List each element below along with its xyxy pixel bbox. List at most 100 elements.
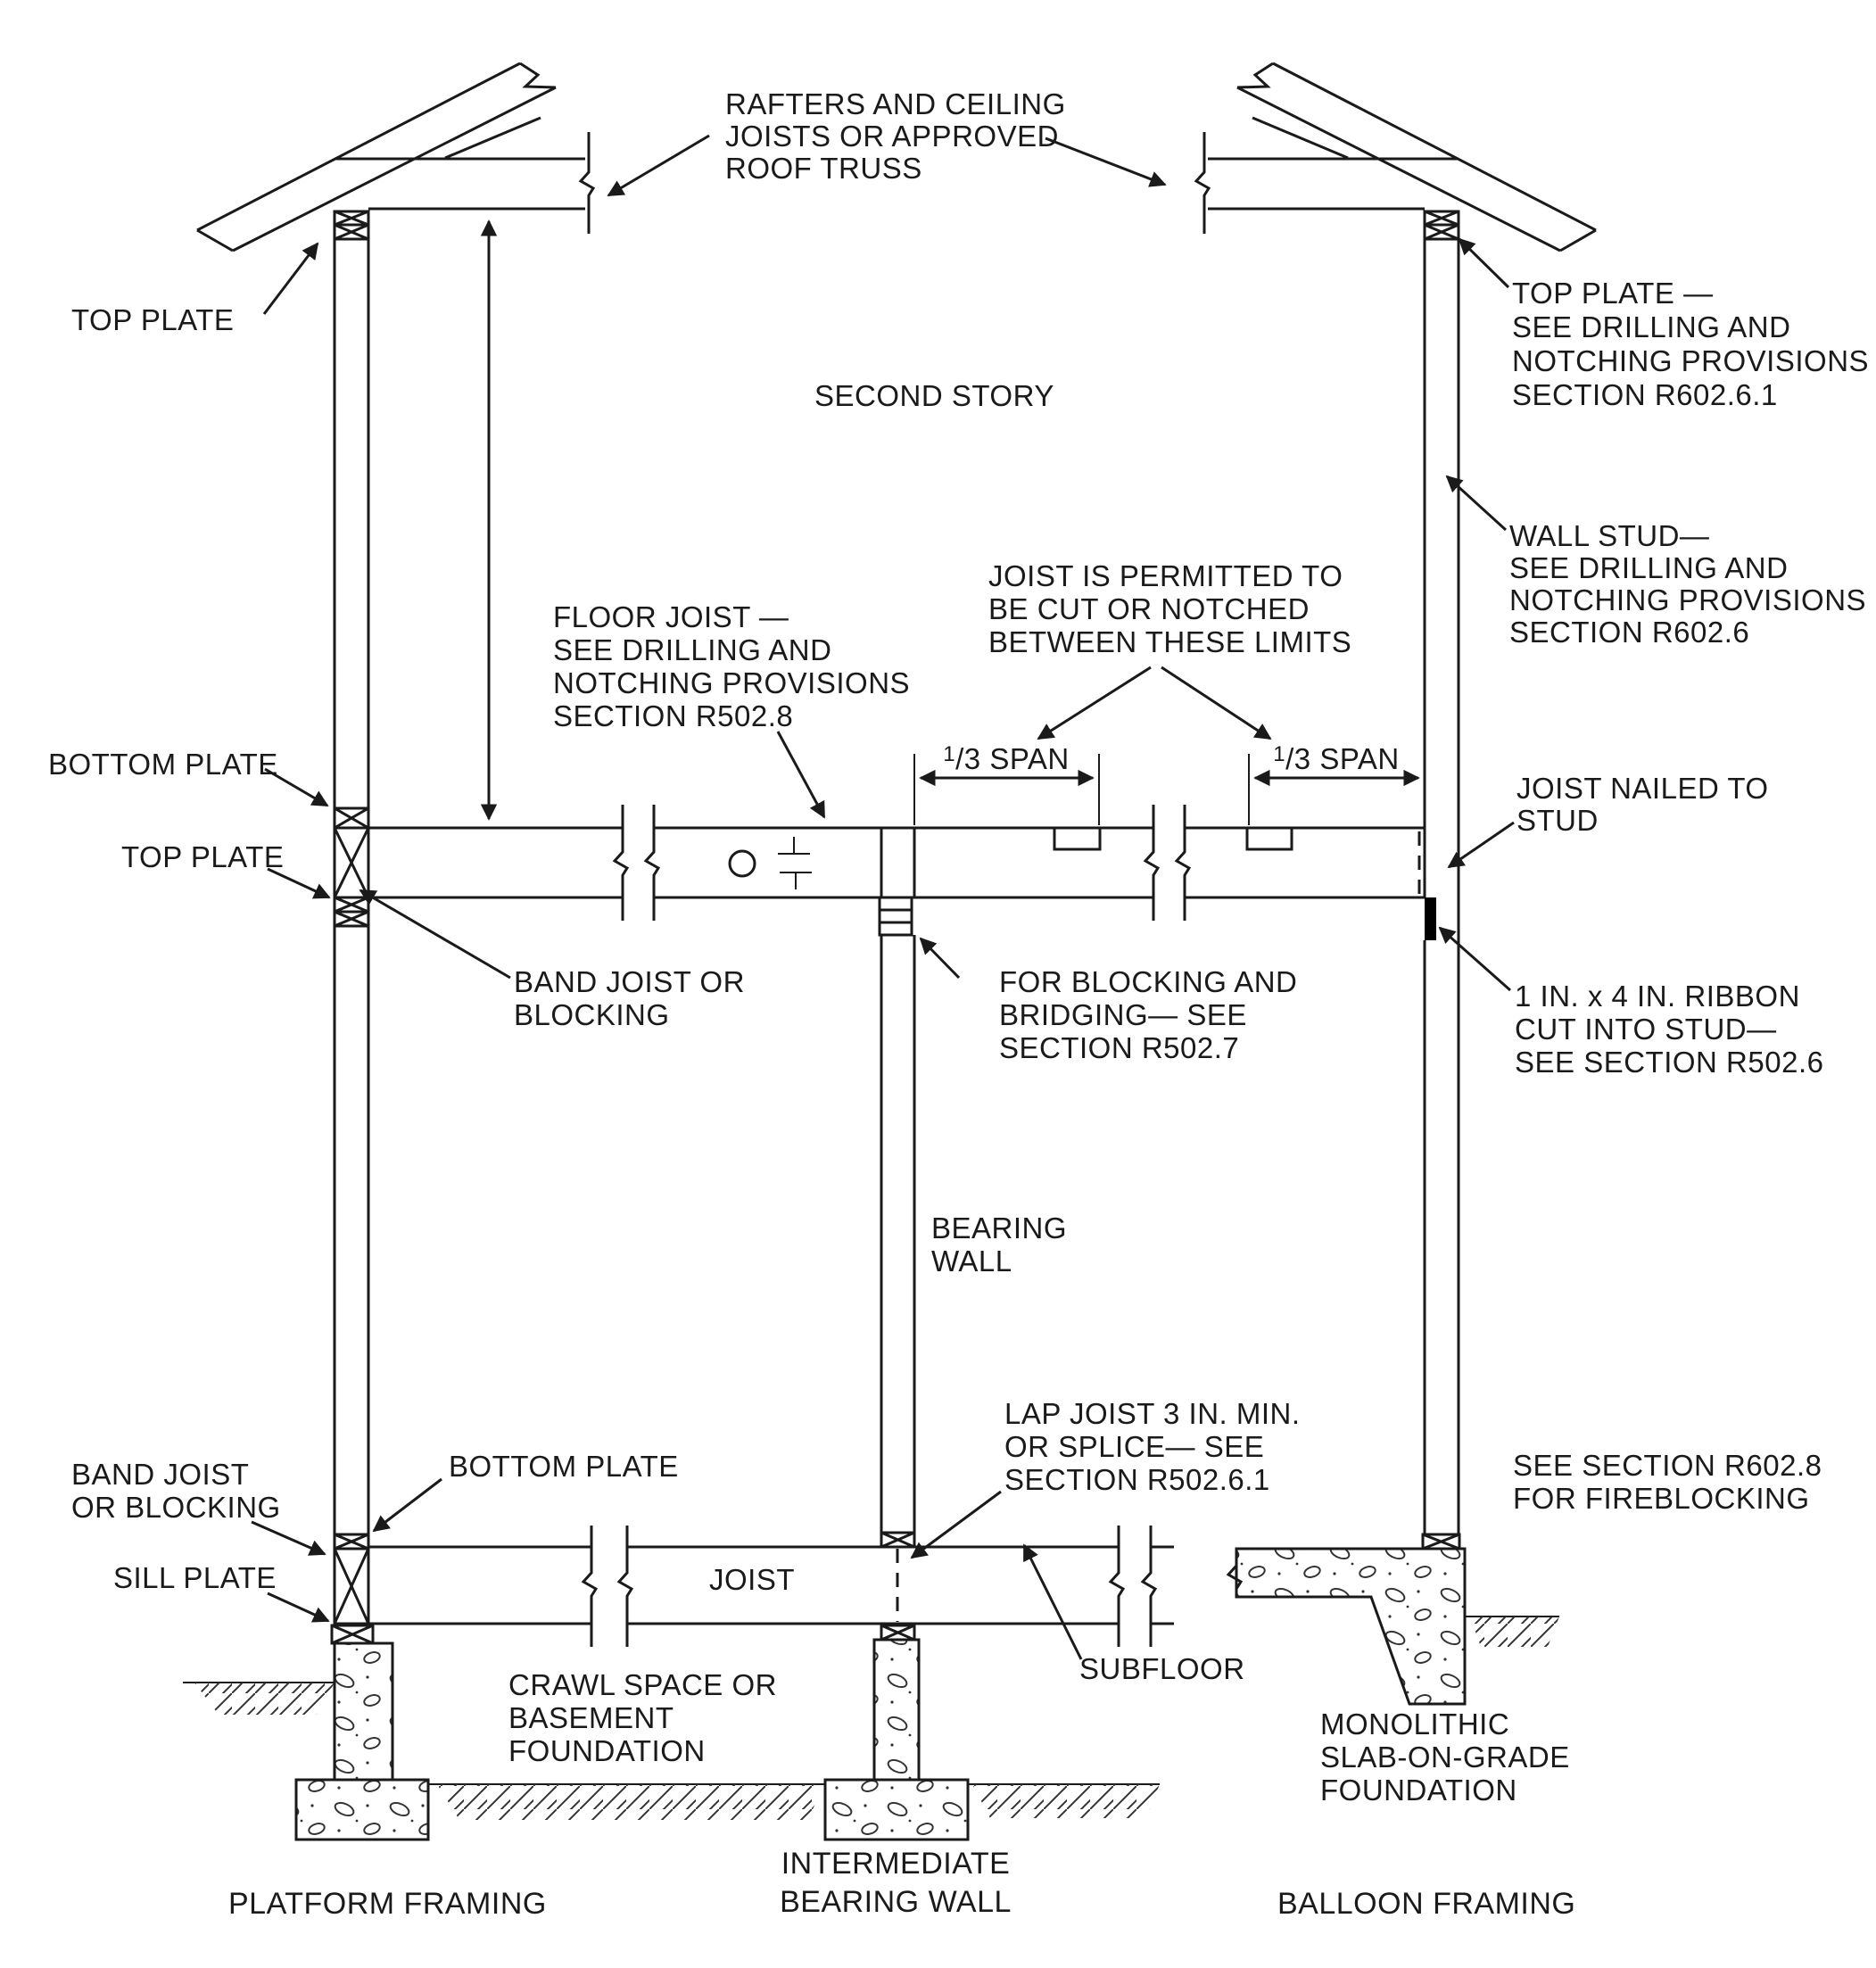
leader-rafters-right (1045, 136, 1167, 187)
bored-hole-symbol (728, 849, 756, 878)
label-top-plate-upper-left: TOP PLATE (71, 303, 234, 336)
label-rafters: RAFTERS AND CEILING JOISTS OR APPROVED R… (725, 87, 1066, 185)
label-rafters-line2: JOISTS OR APPROVED (725, 120, 1059, 153)
joist-break-line (1174, 805, 1192, 921)
slab-break-line (1226, 1549, 1244, 1597)
caption-intermediate-line2: BEARING WALL (780, 1885, 1012, 1919)
label-bottom-plate-2f: BOTTOM PLATE (48, 748, 278, 781)
left-first-floor-junction (330, 1533, 375, 1645)
label-blocking-line2: BRIDGING— SEE (999, 998, 1247, 1031)
leader-top-plate-right (1458, 237, 1510, 289)
leader-joist-nailed (1447, 821, 1515, 869)
label-monolithic-line2: SLAB-ON-GRADE (1320, 1741, 1570, 1774)
intermediate-pier-foundation (823, 1638, 970, 1841)
label-wall-stud: WALL STUD— SEE DRILLING AND NOTCHING PRO… (1509, 519, 1866, 649)
label-ribbon-line1: 1 IN. x 4 IN. RIBBON (1515, 980, 1800, 1013)
leader-lap-joist (910, 1490, 1002, 1559)
label-joist-permitted: JOIST IS PERMITTED TO BE CUT OR NOTCHED … (988, 559, 1351, 658)
leader-bottom-plate-1f (372, 1477, 442, 1533)
label-crawl-line3: FOUNDATION (508, 1734, 706, 1767)
label-top-plate-right-line2: SEE DRILLING AND (1512, 310, 1790, 343)
left-ceiling-joist-band (335, 132, 596, 234)
label-band-joist-2f-line1: BAND JOIST OR (514, 965, 745, 998)
left-roof-top-plates (333, 210, 370, 241)
joist-label: JOIST (709, 1563, 795, 1596)
label-wall-stud-line2: SEE DRILLING AND (1509, 551, 1788, 584)
monolithic-slab-foundation (1226, 1547, 1467, 1706)
leader-band-joist-2f (359, 889, 511, 980)
ribbon-board (1425, 897, 1436, 940)
label-floor-joist: FLOOR JOIST — SEE DRILLING AND NOTCHING … (553, 600, 910, 732)
center-bearing-wall (880, 935, 916, 1533)
leader-sill-plate (267, 1592, 330, 1623)
label-see-fireblocking: SEE SECTION R602.8 FOR FIREBLOCKING (1513, 1449, 1822, 1515)
rafter-break-line (1236, 62, 1274, 89)
rafter-break-line (519, 62, 557, 89)
joist-break-line (581, 1526, 599, 1647)
left-crawlspace-foundation (294, 1641, 430, 1841)
label-top-plate-right-line3: NOTCHING PROVISIONS (1512, 344, 1869, 377)
label-bearing-wall-line2: WALL (931, 1244, 1012, 1278)
joist-break-line (643, 805, 661, 921)
span-dimension-label: 1/3 SPAN (943, 742, 1069, 775)
span-dimension-label: 1/3 SPAN (1273, 742, 1399, 775)
leader-rafters-left (607, 134, 710, 197)
caption-intermediate-bearing-wall: INTERMEDIATE BEARING WALL (780, 1847, 1012, 1919)
label-top-plate-right-line4: SECTION R602.6.1 (1512, 378, 1778, 411)
label-wall-stud-line1: WALL STUD— (1509, 519, 1709, 552)
first-floor-joist-band: JOIST (368, 1526, 1174, 1647)
label-crawl-line2: BASEMENT (508, 1701, 674, 1734)
leader-band-joist-1f (251, 1520, 326, 1556)
caption-platform-framing: PLATFORM FRAMING (228, 1887, 547, 1921)
pier-footing (823, 1778, 970, 1841)
label-see-fireblocking-line2: FOR FIREBLOCKING (1513, 1482, 1810, 1515)
foundation-stem-wall (333, 1641, 394, 1782)
label-rafters-line1: RAFTERS AND CEILING (725, 87, 1066, 120)
label-top-plate-2f: TOP PLATE (121, 840, 284, 873)
pier-stem (872, 1638, 921, 1782)
left-first-story-wall (333, 926, 370, 1534)
leader-joist-permitted-left (1037, 666, 1152, 740)
label-floor-joist-line4: SECTION R502.8 (553, 699, 793, 732)
label-subfloor: SUBFLOOR (1079, 1652, 1245, 1685)
notch-limit-mark (1053, 826, 1102, 851)
label-joist-permitted-line1: JOIST IS PERMITTED TO (988, 559, 1343, 592)
notch-depth-symbol (778, 837, 812, 889)
ceiling-band-break (1194, 132, 1211, 234)
leader-ribbon (1438, 926, 1511, 992)
second-rafter-line (1252, 116, 1349, 160)
balloon-framing-wall-stud (1423, 239, 1460, 1534)
label-ribbon-line2: CUT INTO STUD— (1515, 1013, 1777, 1046)
label-crawl-line1: CRAWL SPACE OR (508, 1668, 777, 1701)
ceiling-band-break (578, 132, 596, 234)
right-roof-rafter (1236, 62, 1597, 252)
label-bearing-wall: BEARING WALL (931, 1211, 1067, 1278)
label-top-plate-right-line1: TOP PLATE — (1512, 277, 1714, 310)
leader-subfloor (1022, 1543, 1083, 1660)
label-sill-plate: SILL PLATE (113, 1561, 277, 1594)
label-band-joist-2f: BAND JOIST OR BLOCKING (514, 965, 745, 1031)
grade-lines (183, 1616, 1559, 1820)
label-see-fireblocking-line1: SEE SECTION R602.8 (1513, 1449, 1822, 1482)
label-ribbon-line3: SEE SECTION R502.6 (1515, 1046, 1823, 1079)
right-ceiling-joist-band (1194, 132, 1459, 234)
right-roof-top-plates (1423, 210, 1460, 241)
label-monolithic-line3: FOUNDATION (1320, 1774, 1517, 1807)
label-monolithic: MONOLITHIC SLAB-ON-GRADE FOUNDATION (1320, 1708, 1570, 1807)
label-joist-nailed-line2: STUD (1517, 804, 1599, 837)
joist-break-line (1143, 805, 1161, 921)
label-blocking-line3: SECTION R502.7 (999, 1031, 1239, 1064)
leader-joist-permitted-right (1161, 666, 1272, 740)
label-lap-joist: LAP JOIST 3 IN. MIN. OR SPLICE— SEE SECT… (1004, 1397, 1300, 1496)
label-joist-permitted-line2: BE CUT OR NOTCHED (988, 592, 1310, 625)
blocking-at-bearing-wall (878, 896, 913, 937)
label-floor-joist-line1: FLOOR JOIST — (553, 600, 789, 633)
label-joist-permitted-line3: BETWEEN THESE LIMITS (988, 625, 1351, 658)
leader-wall-stud (1445, 475, 1508, 532)
label-rafters-line3: ROOF TRUSS (725, 152, 922, 185)
label-joist-nailed-line1: JOIST NAILED TO (1517, 772, 1769, 805)
joist-break-line (1108, 1526, 1126, 1647)
label-band-joist-1f-line2: OR BLOCKING (71, 1491, 281, 1524)
leader-arrows (251, 134, 1515, 1660)
